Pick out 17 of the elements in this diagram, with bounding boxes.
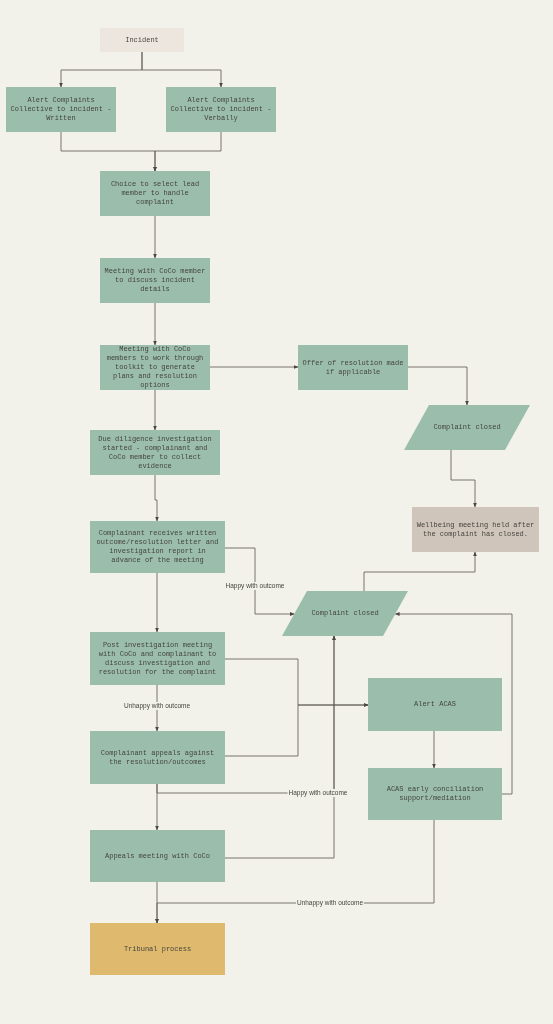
process-box (90, 632, 225, 685)
process-box (6, 87, 116, 132)
data-parallelogram (282, 591, 408, 636)
process-box (100, 28, 184, 52)
process-box (90, 923, 225, 975)
process-box (90, 830, 225, 882)
process-box (90, 731, 225, 784)
process-box (166, 87, 276, 132)
process-box (368, 678, 502, 731)
process-box (298, 345, 408, 390)
process-box (368, 768, 502, 820)
data-parallelogram (404, 405, 530, 450)
process-box (90, 521, 225, 573)
process-box (90, 430, 220, 475)
process-box (100, 171, 210, 216)
process-box (412, 507, 539, 552)
process-box (100, 258, 210, 303)
